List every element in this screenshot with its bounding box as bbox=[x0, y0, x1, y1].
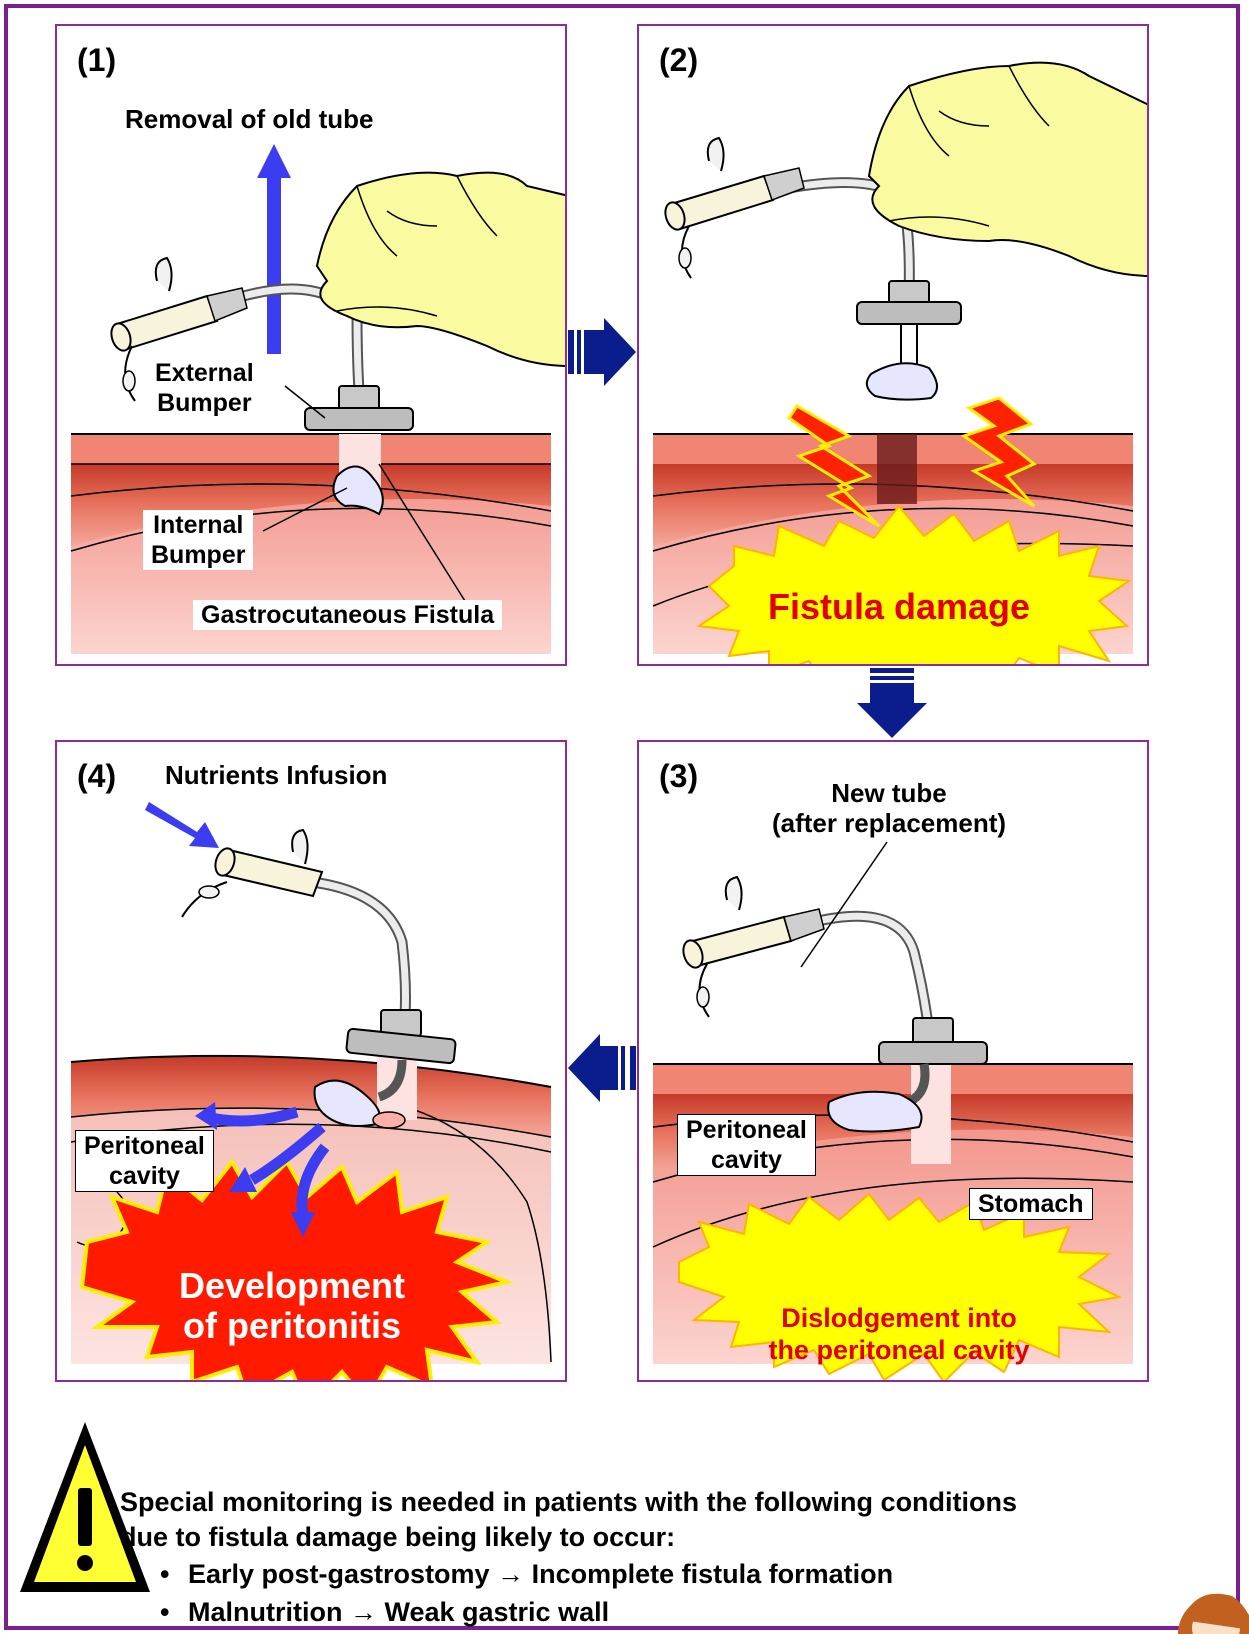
warning-block: Special monitoring is needed in patients… bbox=[120, 1485, 1220, 1631]
panel-4: (4) Nutrients Infusion Peritoneal cavity… bbox=[55, 740, 567, 1382]
dislodgement-label: Dislodgement into the peritoneal cavity bbox=[719, 1302, 1079, 1366]
panel-3-illustration bbox=[639, 742, 1149, 1382]
panel-2-number: (2) bbox=[659, 42, 698, 79]
dislodged-internal-bumper bbox=[828, 1092, 921, 1132]
removal-label: Removal of old tube bbox=[125, 104, 373, 134]
fistula-damage-label: Fistula damage bbox=[749, 586, 1049, 628]
panel-2: (2) Fistula damage bbox=[637, 24, 1149, 666]
warning-bullet-1: Early post-gastrostomy → Incomplete fist… bbox=[148, 1555, 1220, 1593]
panel-1-number: (1) bbox=[77, 42, 116, 79]
panel-1: (1) Removal of old tube External Bumper … bbox=[55, 24, 567, 666]
panel-3-number: (3) bbox=[659, 758, 698, 795]
internal-bumper-label: Internal Bumper bbox=[143, 510, 253, 570]
external-bumper-shape bbox=[305, 408, 413, 430]
peritoneal-cavity-label: Peritoneal cavity bbox=[75, 1130, 214, 1192]
stomach-label: Stomach bbox=[969, 1188, 1093, 1220]
panel-3: (3) New tube (after replacement) Periton… bbox=[637, 740, 1149, 1382]
peritoneal-cavity-label: Peritoneal cavity bbox=[677, 1114, 816, 1176]
warning-line-2: due to fistula damage being likely to oc… bbox=[120, 1520, 1220, 1555]
warning-line-1: Special monitoring is needed in patients… bbox=[120, 1485, 1220, 1520]
peritonitis-label: Development of peritonitis bbox=[127, 1266, 457, 1346]
external-bumper-label: External Bumper bbox=[147, 358, 262, 418]
panel-2-illustration bbox=[639, 26, 1149, 666]
warning-bullet-2: Malnutrition → Weak gastric wall bbox=[148, 1593, 1220, 1631]
panel-4-number: (4) bbox=[77, 758, 116, 795]
fistula-label: Gastrocutaneous Fistula bbox=[193, 600, 502, 630]
new-tube-label: New tube (after replacement) bbox=[739, 778, 1039, 838]
infusion-arrow bbox=[145, 802, 219, 848]
removal-arrow bbox=[267, 176, 281, 354]
nutrients-infusion-label: Nutrients Infusion bbox=[165, 760, 387, 790]
damaged-fistula bbox=[877, 434, 917, 504]
